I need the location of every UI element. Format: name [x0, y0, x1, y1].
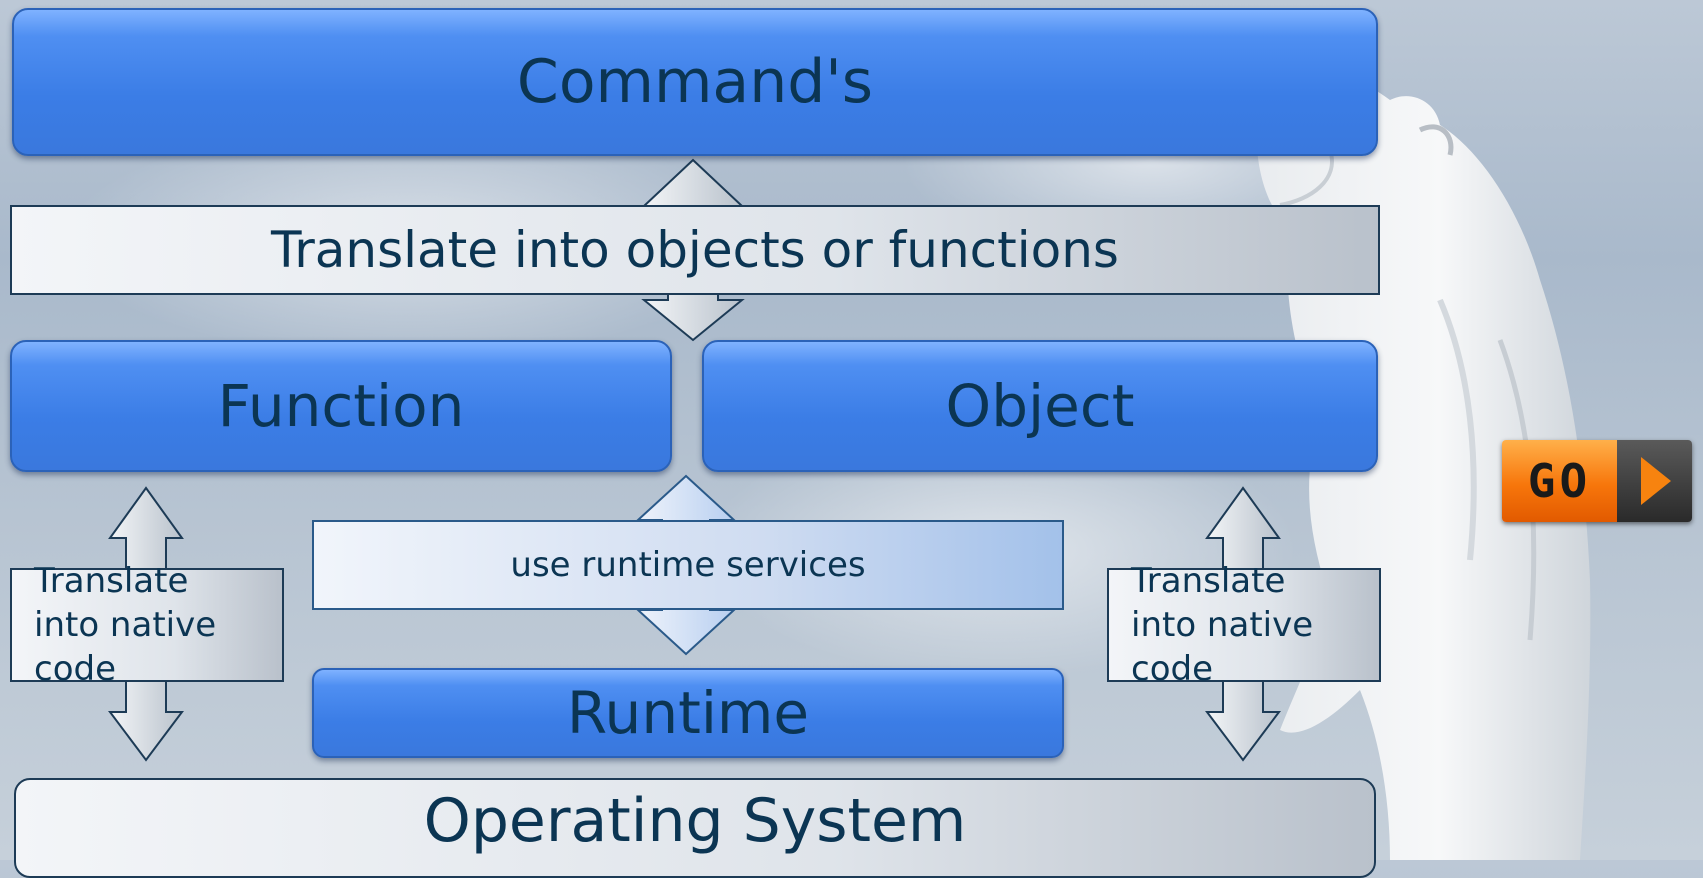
native-code-label-left: Translate into native code: [34, 561, 217, 689]
object-box: Object: [702, 340, 1378, 472]
native-code-box-right: Translate into native code: [1107, 561, 1381, 689]
runtime-label: Runtime: [566, 679, 810, 747]
runtime-box: Runtime: [312, 668, 1064, 758]
runtime-services-label: use runtime services: [510, 545, 866, 585]
operating-system-label: Operating System: [423, 786, 967, 856]
native-code-label-right: Translate into native code: [1131, 561, 1314, 689]
object-label: Object: [945, 372, 1135, 440]
operating-system-box: Operating System: [14, 778, 1376, 878]
go-button[interactable]: GO: [1502, 440, 1692, 522]
commands-label: Command's: [516, 47, 874, 117]
play-triangle-icon: [1617, 440, 1692, 522]
translate-objects-box: Translate into objects or functions: [10, 205, 1380, 295]
function-box: Function: [10, 340, 672, 472]
translate-objects-label: Translate into objects or functions: [271, 221, 1119, 279]
native-code-box-left: Translate into native code: [10, 561, 284, 689]
runtime-services-box: use runtime services: [312, 520, 1064, 610]
go-label: GO: [1502, 440, 1617, 522]
commands-box: Command's: [12, 8, 1378, 156]
function-label: Function: [217, 372, 465, 440]
